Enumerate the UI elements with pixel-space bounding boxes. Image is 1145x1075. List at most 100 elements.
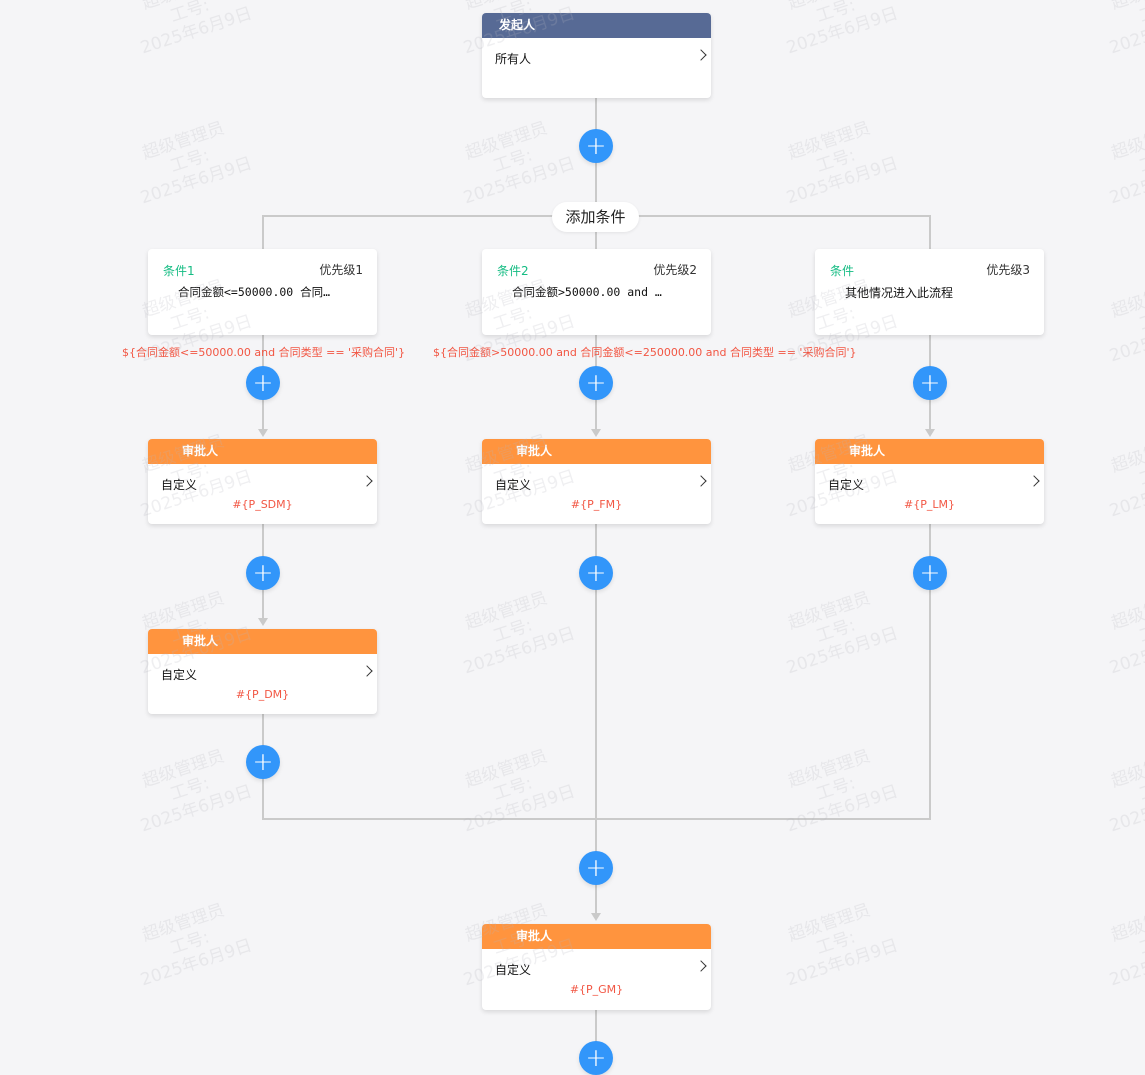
watermark-text: 工号: <box>813 145 858 177</box>
watermark-text: 超级管理员 <box>462 746 550 792</box>
add-node-button[interactable]: + <box>913 556 947 590</box>
approver-node-value: 自定义 <box>495 963 532 977</box>
watermark-text: 2025年6月9日 <box>1107 311 1145 367</box>
approver-node-value: 自定义 <box>161 668 198 682</box>
initiator-node-value: 所有人 <box>495 52 532 66</box>
watermark-text: 超级管理员 <box>1108 431 1145 477</box>
watermark-text: 超级管理员 <box>760 0 900 23</box>
watermark-text: 2025年6月9日 <box>784 3 901 59</box>
add-node-button[interactable]: + <box>579 556 613 590</box>
condition-node-2[interactable]: 条件2 优先级2 合同金额>50000.00 and … <box>482 249 711 335</box>
approver-node-title: 审批人 <box>482 924 711 949</box>
approver-node-dm[interactable]: 审批人 自定义 #{P_DM} <box>148 629 377 714</box>
watermark: 超级管理员工号:2025年6月9日 <box>437 738 590 841</box>
approver-node-title: 审批人 <box>482 439 711 464</box>
condition-priority: 优先级3 <box>986 263 1030 277</box>
approver-node-value: 自定义 <box>495 478 532 492</box>
condition-priority: 优先级2 <box>653 263 697 277</box>
add-node-button[interactable]: + <box>246 556 280 590</box>
watermark-text: 工号: <box>490 145 535 177</box>
watermark-text: 工号: <box>1136 0 1145 27</box>
watermark-text: 工号: <box>490 773 535 805</box>
watermark-text: 超级管理员 <box>1108 746 1145 792</box>
watermark-text: 超级管理员 <box>1108 588 1145 634</box>
add-node-button[interactable]: + <box>579 129 613 163</box>
watermark-text: 2025年6月9日 <box>461 623 578 679</box>
approver-node-title: 审批人 <box>815 439 1044 464</box>
watermark-text: 工号: <box>167 145 212 177</box>
watermark-text: 超级管理员 <box>1108 276 1145 322</box>
condition-expression: ${合同金额<=50000.00 and 合同类型 == '采购合同'} <box>122 346 406 359</box>
watermark-text: 2025年6月9日 <box>1107 3 1145 59</box>
add-node-button[interactable]: + <box>913 366 947 400</box>
connector-line <box>929 523 931 820</box>
approver-node-value: 自定义 <box>161 478 198 492</box>
watermark-text: 工号: <box>167 927 212 959</box>
approver-node-lm[interactable]: 审批人 自定义 #{P_LM} <box>815 439 1044 524</box>
add-condition-button[interactable]: 添加条件 <box>552 202 639 232</box>
watermark-text: 超级管理员 <box>785 118 873 164</box>
watermark-text: 2025年6月9日 <box>138 935 255 991</box>
approver-node-value: 自定义 <box>828 478 865 492</box>
watermark-text: 2025年6月9日 <box>1107 466 1145 522</box>
condition-title: 条件1 <box>163 264 195 278</box>
watermark-text: 工号: <box>167 773 212 805</box>
watermark: 超级管理员工号:2025年6月9日 <box>1083 423 1145 526</box>
watermark-text: 2025年6月9日 <box>1107 153 1145 209</box>
arrow-down-icon <box>591 429 601 437</box>
chevron-right-icon <box>695 475 707 487</box>
watermark-text: 2025年6月9日 <box>138 781 255 837</box>
watermark-text: 2025年6月9日 <box>138 153 255 209</box>
connector-line <box>595 1009 597 1049</box>
approver-node-sdm[interactable]: 审批人 自定义 #{P_SDM} <box>148 439 377 524</box>
add-node-button[interactable]: + <box>579 1041 613 1075</box>
condition-content: 合同金额<=50000.00 合同… <box>178 285 331 299</box>
add-node-button[interactable]: + <box>246 366 280 400</box>
watermark-text: 2025年6月9日 <box>784 781 901 837</box>
watermark: 超级管理员工号:2025年6月9日 <box>114 892 267 995</box>
condition-expression: ${合同金额>50000.00 and 合同金额<=250000.00 and … <box>433 346 857 359</box>
approver-expression: #{P_SDM} <box>232 498 293 511</box>
condition-priority: 优先级1 <box>319 263 363 277</box>
chevron-right-icon <box>695 960 707 972</box>
chevron-right-icon <box>695 49 707 61</box>
watermark-text: 2025年6月9日 <box>138 3 255 59</box>
watermark-text: 超级管理员 <box>462 118 550 164</box>
chevron-right-icon <box>1028 475 1040 487</box>
add-node-button[interactable]: + <box>579 366 613 400</box>
watermark-text: 工号: <box>813 615 858 647</box>
arrow-down-icon <box>258 429 268 437</box>
condition-node-3[interactable]: 条件 优先级3 其他情况进入此流程 <box>815 249 1044 335</box>
add-node-button[interactable]: + <box>579 851 613 885</box>
connector-line <box>595 231 597 250</box>
add-node-button[interactable]: + <box>246 745 280 779</box>
approver-node-fm[interactable]: 审批人 自定义 #{P_FM} <box>482 439 711 524</box>
chevron-right-icon <box>361 475 373 487</box>
watermark: 超级管理员工号:2025年6月9日 <box>1083 580 1145 683</box>
watermark: 超级管理员工号:2025年6月9日 <box>760 580 913 683</box>
watermark-text: 2025年6月9日 <box>1107 935 1145 991</box>
watermark-text: 工号: <box>1136 145 1145 177</box>
watermark-text: 2025年6月9日 <box>1107 623 1145 679</box>
approver-node-gm[interactable]: 审批人 自定义 #{P_GM} <box>482 924 711 1010</box>
approver-expression: #{P_DM} <box>235 688 290 701</box>
watermark: 超级管理员工号:2025年6月9日 <box>1083 738 1145 841</box>
watermark-text: 超级管理员 <box>785 900 873 946</box>
initiator-node-title: 发起人 <box>482 13 711 38</box>
condition-title: 条件 <box>830 264 855 278</box>
condition-node-1[interactable]: 条件1 优先级1 合同金额<=50000.00 合同… <box>148 249 377 335</box>
arrow-down-icon <box>925 429 935 437</box>
watermark: 超级管理员工号:2025年6月9日 <box>114 110 267 213</box>
approver-node-title: 审批人 <box>148 439 377 464</box>
watermark-text: 工号: <box>813 0 858 27</box>
watermark: 超级管理员工号:2025年6月9日 <box>1083 268 1145 371</box>
watermark-text: 2025年6月9日 <box>784 623 901 679</box>
watermark-text: 工号: <box>813 773 858 805</box>
watermark: 超级管理员工号:2025年6月9日 <box>1083 892 1145 995</box>
condition-content: 其他情况进入此流程 <box>845 286 954 300</box>
watermark: 超级管理员工号:2025年6月9日 <box>760 738 913 841</box>
initiator-node[interactable]: 发起人 所有人 <box>482 13 711 98</box>
watermark-text: 超级管理员 <box>139 900 227 946</box>
